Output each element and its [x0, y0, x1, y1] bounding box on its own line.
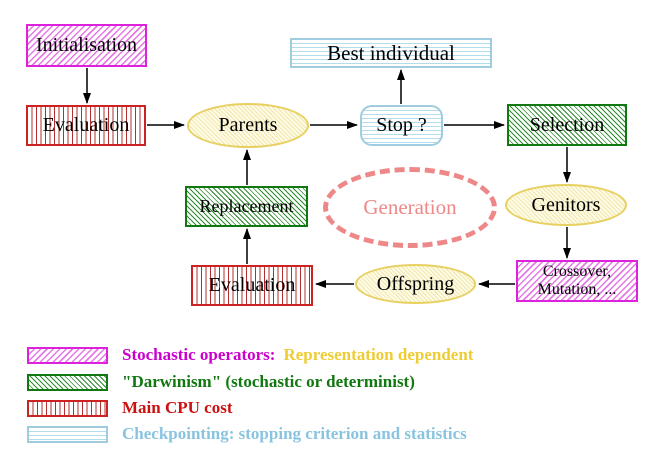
- legend-swatch-red-lines: [27, 399, 108, 417]
- node-initialisation-label: Initialisation: [35, 34, 138, 56]
- node-offspring: Offspring: [355, 264, 476, 304]
- node-generation-label: Generation: [363, 195, 457, 219]
- legend-item-checkpointing: Checkpointing: stopping criterion and st…: [27, 424, 467, 444]
- legend-item-stochastic-operators: Stochastic operators: Representation dep…: [27, 345, 473, 365]
- legend-swatch-green-hatch: [27, 373, 108, 391]
- node-best-individual-label: Best individual: [327, 40, 455, 65]
- node-parents: Parents: [187, 103, 309, 148]
- legend-swatch-magenta-hatch: [27, 346, 108, 364]
- node-initialisation: Initialisation: [26, 24, 147, 67]
- node-selection: Selection: [507, 104, 627, 146]
- legend-label-checkpointing: Checkpointing: stopping criterion and st…: [122, 424, 467, 443]
- legend-item-main-cpu-cost: Main CPU cost: [27, 398, 232, 418]
- node-offspring-label: Offspring: [376, 272, 455, 295]
- node-evaluation-bottom: Evaluation: [191, 265, 313, 306]
- node-crossover-mutation-line2: Mutation, ...: [537, 281, 617, 298]
- legend-label-darwinism: "Darwinism" (stochastic or determinist): [122, 372, 415, 391]
- node-crossover-mutation: Crossover, Mutation, ...: [516, 260, 638, 302]
- node-replacement-label: Replacement: [199, 196, 294, 216]
- legend-label-stochastic-operators: Stochastic operators:: [122, 345, 276, 364]
- node-selection-label: Selection: [529, 113, 605, 136]
- node-stop-label: Stop ?: [376, 114, 427, 136]
- node-evaluation-bottom-label: Evaluation: [208, 274, 296, 296]
- node-crossover-mutation-line1: Crossover,: [542, 263, 612, 280]
- node-genitors: Genitors: [505, 184, 627, 226]
- node-evaluation-top: Evaluation: [26, 105, 146, 146]
- legend-label-representation-dependent: Representation dependent: [283, 345, 474, 364]
- node-genitors-label: Genitors: [531, 193, 601, 216]
- node-best-individual: Best individual: [290, 38, 492, 68]
- node-evaluation-top-label: Evaluation: [42, 114, 130, 136]
- node-generation: Generation: [323, 167, 497, 248]
- legend-swatch-cyan-lines: [27, 425, 108, 443]
- legend-label-main-cpu-cost: Main CPU cost: [122, 398, 233, 417]
- node-parents-label: Parents: [218, 114, 278, 136]
- legend-item-darwinism: "Darwinism" (stochastic or determinist): [27, 372, 415, 392]
- node-stop: Stop ?: [360, 105, 443, 146]
- node-replacement: Replacement: [185, 186, 308, 227]
